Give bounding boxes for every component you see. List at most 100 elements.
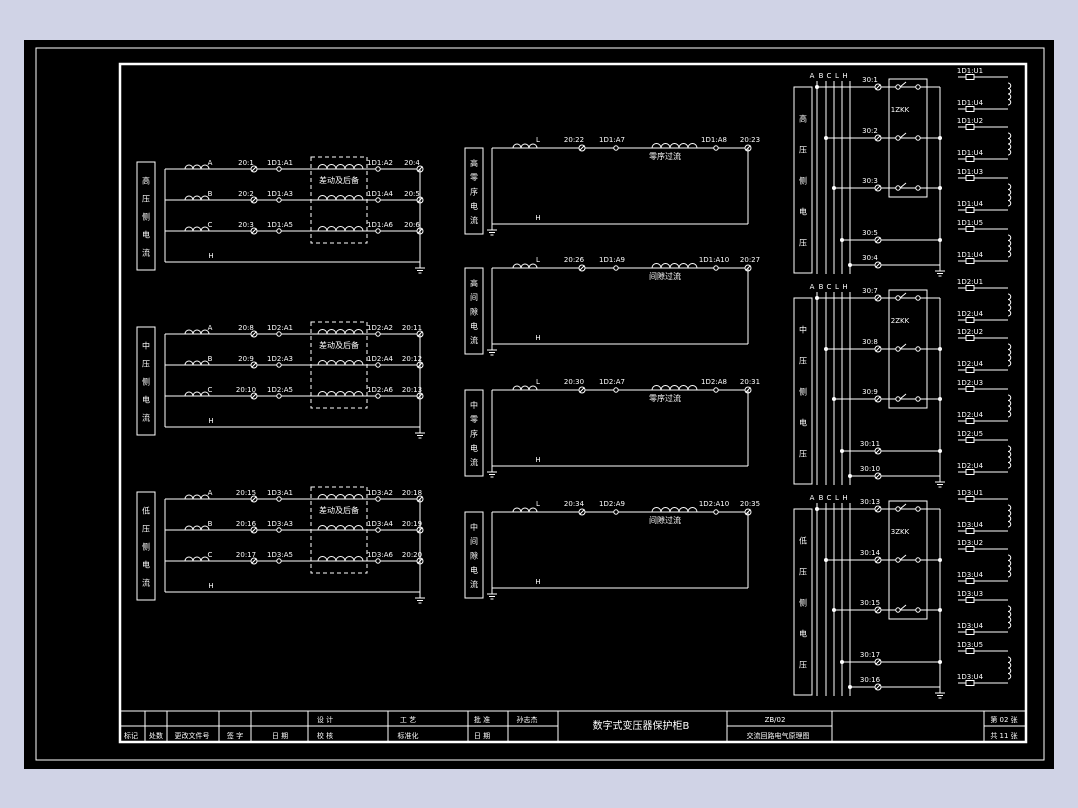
title-block-label: 标记 bbox=[124, 731, 138, 740]
phase-label: B bbox=[208, 190, 213, 198]
title-block-label: 日 期 bbox=[474, 732, 490, 740]
title-block-label: 设 计 bbox=[317, 715, 333, 724]
output-terminal bbox=[965, 648, 975, 654]
coil-label: 零序过流 bbox=[649, 151, 681, 161]
side-label-char: 流 bbox=[142, 248, 150, 258]
side-label-char: 隙 bbox=[470, 551, 478, 561]
bus-label: L bbox=[835, 283, 839, 291]
output-label: 1D2:U2 bbox=[957, 328, 983, 336]
terminal-slash bbox=[251, 496, 257, 502]
junction-open bbox=[915, 557, 921, 563]
output-label: 1D3:U5 bbox=[957, 641, 983, 649]
terminal-label: 30:5 bbox=[862, 229, 878, 237]
terminal-label: 1D3:A5 bbox=[267, 551, 293, 559]
terminal-slash bbox=[251, 362, 257, 368]
junction-open bbox=[713, 265, 719, 271]
terminal-slash bbox=[875, 84, 881, 90]
drawing-background bbox=[24, 40, 1054, 769]
junction-dot bbox=[815, 507, 819, 511]
outer-border bbox=[35, 47, 1045, 761]
junction-open bbox=[895, 396, 901, 402]
output-terminal bbox=[965, 546, 975, 552]
terminal-label: 20:19 bbox=[402, 520, 422, 528]
terminal-slash bbox=[251, 558, 257, 564]
junction-open bbox=[276, 362, 282, 368]
junction-open bbox=[895, 185, 901, 191]
terminal-label: 20:3 bbox=[238, 221, 254, 229]
coil-symbol bbox=[184, 329, 210, 335]
output-terminal bbox=[965, 578, 975, 584]
coil-symbol bbox=[1007, 394, 1012, 418]
coil-symbol bbox=[512, 385, 538, 391]
junction-dot bbox=[938, 238, 942, 242]
drawing-number: ZB/02 bbox=[765, 716, 786, 724]
terminal-label: 30:15 bbox=[860, 599, 880, 607]
side-label-char: 侧 bbox=[799, 176, 807, 186]
terminal-label: 20:6 bbox=[404, 221, 420, 229]
terminal-label: 1D2:A9 bbox=[599, 500, 625, 508]
switch-blade bbox=[899, 292, 907, 299]
junction-open bbox=[895, 135, 901, 141]
terminal-label: 1D3:A3 bbox=[267, 520, 293, 528]
switch-blade bbox=[899, 343, 907, 350]
coil-symbol bbox=[184, 525, 210, 531]
output-terminal bbox=[965, 74, 975, 80]
output-label: 1D1:U4 bbox=[957, 149, 984, 157]
breaker-label: 3ZKK bbox=[891, 528, 910, 536]
terminal-label: 1D2:A6 bbox=[367, 386, 393, 394]
terminal-slash bbox=[875, 237, 881, 243]
junction-open bbox=[895, 607, 901, 613]
breaker-label: 1ZKK bbox=[891, 106, 910, 114]
neutral-label: H bbox=[208, 582, 213, 590]
coil-label: 间隙过流 bbox=[649, 515, 681, 525]
output-label: 1D3:U4 bbox=[957, 673, 984, 681]
terminal-label: 20:11 bbox=[402, 324, 422, 332]
output-terminal bbox=[965, 386, 975, 392]
side-label-char: 电 bbox=[799, 629, 807, 639]
coil-symbol bbox=[184, 164, 210, 170]
terminal-slash bbox=[875, 346, 881, 352]
bus-label: A bbox=[810, 72, 815, 80]
relay-label: 差动及后备 bbox=[319, 175, 359, 185]
side-label-char: 压 bbox=[799, 239, 807, 248]
bus-label: B bbox=[819, 72, 824, 80]
side-label-char: 中 bbox=[470, 400, 478, 410]
junction-dot bbox=[824, 347, 828, 351]
side-label-char: 侧 bbox=[142, 377, 150, 387]
coil-symbol bbox=[317, 195, 364, 201]
sheet-number: 第 02 张 bbox=[990, 715, 1017, 724]
junction-open bbox=[276, 527, 282, 533]
side-label-char: 流 bbox=[470, 579, 478, 589]
switch-blade bbox=[899, 554, 907, 561]
terminal-label: 20:1 bbox=[238, 159, 254, 167]
approver-name: 孙志杰 bbox=[517, 715, 538, 724]
phase-label: B bbox=[208, 355, 213, 363]
terminal-label: 20:2 bbox=[238, 190, 254, 198]
side-label-char: 低 bbox=[799, 536, 807, 546]
terminal-label: 1D2:A3 bbox=[267, 355, 293, 363]
output-terminal bbox=[965, 437, 975, 443]
output-label: 1D2:U4 bbox=[957, 360, 984, 368]
wire-label: L bbox=[536, 378, 540, 386]
junction-open bbox=[713, 387, 719, 393]
side-label-char: 隙 bbox=[470, 307, 478, 317]
bus-label: H bbox=[842, 283, 847, 291]
phase-label: C bbox=[208, 386, 213, 394]
side-label-box bbox=[136, 491, 156, 601]
terminal-label: 30:11 bbox=[860, 440, 880, 448]
junction-dot bbox=[832, 397, 836, 401]
neutral-label: H bbox=[208, 417, 213, 425]
junction-open bbox=[276, 228, 282, 234]
junction-open bbox=[895, 557, 901, 563]
title-block-label: 批 准 bbox=[474, 715, 490, 724]
title-block: 标记处数更改文件号签 字日 期设 计校 核工 艺标准化批 准日 期孙志杰数字式变… bbox=[121, 710, 1025, 741]
coil-symbol bbox=[184, 391, 210, 397]
junction-dot bbox=[938, 449, 942, 453]
side-label-char: 压 bbox=[799, 357, 807, 366]
junction-open bbox=[375, 362, 381, 368]
terminal-label: 30:9 bbox=[862, 388, 878, 396]
junction-dot bbox=[815, 85, 819, 89]
output-label: 1D1:U4 bbox=[957, 200, 984, 208]
terminal-label: 1D2:A1 bbox=[267, 324, 293, 332]
